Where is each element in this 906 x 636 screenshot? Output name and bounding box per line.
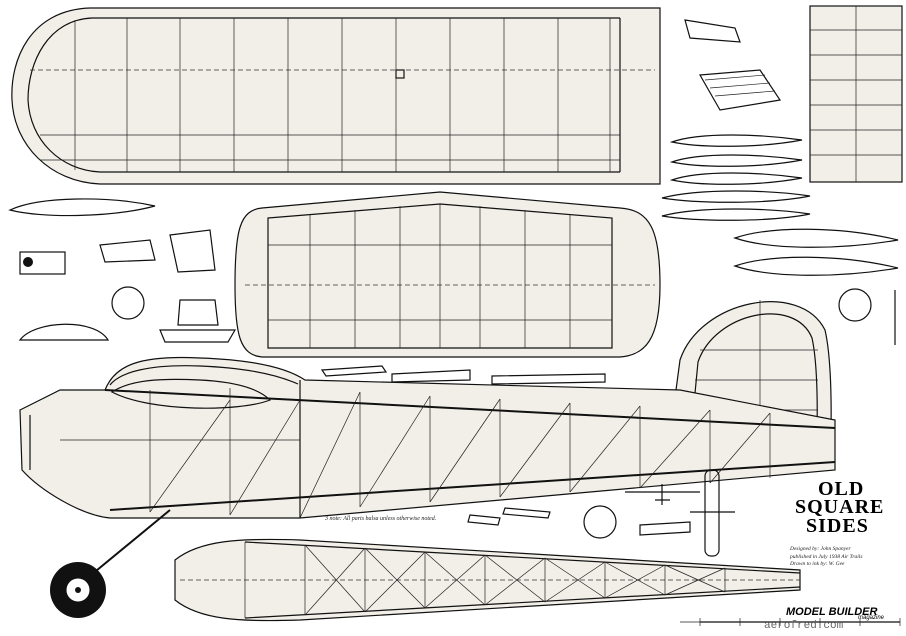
top-right-details (684, 5, 903, 183)
title-line-1: OLD (818, 478, 865, 500)
publisher-name: MODEL BUILDER (786, 606, 878, 618)
title-line-2: SQUARE (795, 496, 885, 518)
balsa-note: 3 note: All parts balsa unless otherwise… (325, 516, 437, 522)
credit-drawn: Drawn to ink by: W. Gee (790, 561, 845, 567)
credit-designer: Designed by: John Spanyer (790, 546, 851, 552)
credit-published: published in July 1938 Air Trails (790, 554, 863, 560)
wing-ribs (661, 134, 899, 276)
watermark: aerofred.com (764, 620, 844, 632)
title-line-3: SIDES (806, 515, 869, 537)
publisher-sub: magazine (858, 615, 885, 621)
strips (320, 365, 606, 385)
wing-plan (11, 7, 661, 185)
fuselage-side (19, 356, 836, 581)
small-parts (8, 198, 896, 345)
wheel (50, 562, 106, 618)
fuselage-top (174, 538, 801, 623)
scale-bar (699, 618, 901, 626)
three-view (467, 469, 735, 557)
stabilizer-plan (234, 191, 661, 358)
